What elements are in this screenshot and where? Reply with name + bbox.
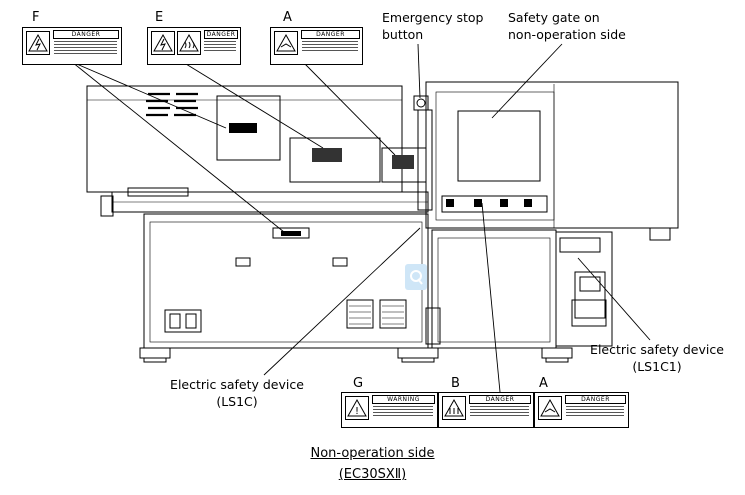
label-letter-e: E	[155, 10, 164, 25]
svg-text:!: !	[355, 406, 359, 417]
label-header: DANGER	[469, 395, 531, 404]
warning-label-g: ! WARNING	[341, 392, 438, 428]
label-letter-g: G	[353, 376, 364, 391]
emergency-stop-label: Emergency stop button	[382, 10, 484, 42]
electric-shock-icon	[151, 31, 175, 55]
warning-label-a-bottom: DANGER	[534, 392, 629, 428]
electric-shock-icon	[26, 31, 50, 55]
label-letter-f: F	[32, 10, 40, 25]
warning-label-b: DANGER	[438, 392, 534, 428]
crush-hazard-icon	[442, 396, 466, 420]
hot-surface-icon	[177, 31, 201, 55]
label-header: DANGER	[53, 30, 119, 39]
warning-label-a-top: DANGER	[270, 27, 363, 65]
caption-model: (EC30SXⅡ)	[338, 467, 407, 482]
label-header: DANGER	[565, 395, 626, 404]
warning-label-e: DANGER	[147, 27, 241, 65]
label-header: DANGER	[301, 30, 360, 39]
label-letter-a-top: A	[283, 10, 292, 25]
crush-hazard-icon: !	[345, 396, 369, 420]
warning-label-f: DANGER	[22, 27, 122, 65]
label-header: DANGER	[204, 30, 238, 39]
crush-hazard-icon	[538, 396, 562, 420]
safety-gate-label: Safety gate on non-operation side	[508, 10, 626, 42]
label-letter-b: B	[451, 376, 460, 391]
crush-hazard-icon	[274, 31, 298, 55]
electric-safety-ls1c1-label: Electric safety device (LS1C1)	[590, 342, 724, 374]
electric-safety-ls1c-label: Electric safety device (LS1C)	[170, 377, 304, 409]
qr-code-icon	[405, 264, 427, 290]
label-letter-a-bottom: A	[539, 376, 548, 391]
label-header: WARNING	[372, 395, 435, 404]
caption-title: Non-operation side	[310, 446, 435, 461]
